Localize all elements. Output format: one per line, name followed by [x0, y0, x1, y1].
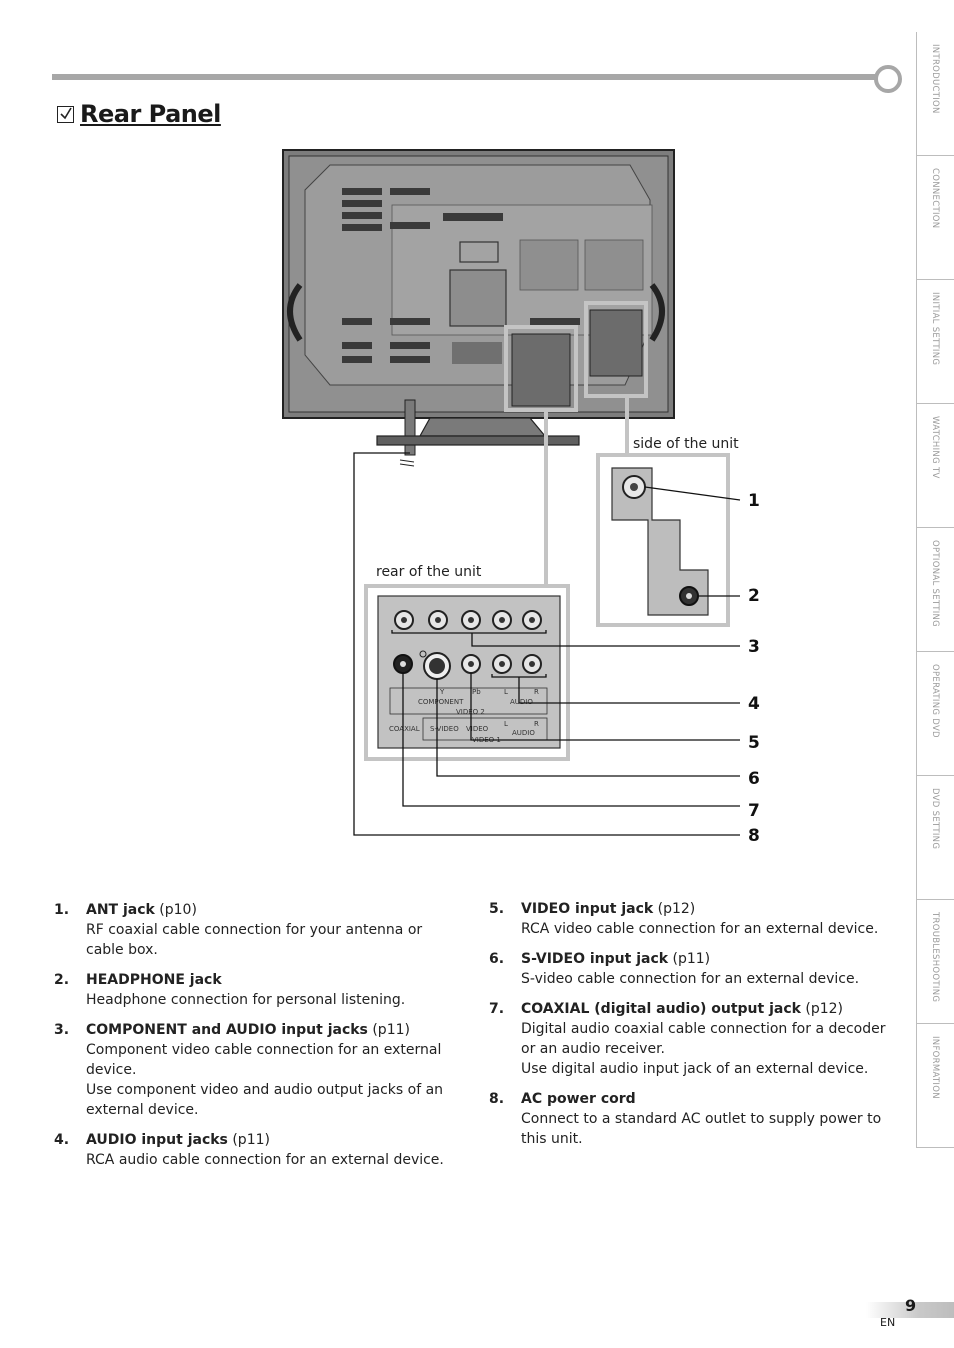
item-index: 4.: [54, 1132, 70, 1148]
callout-7: 7: [748, 801, 760, 821]
tab-troubleshooting[interactable]: TROUBLESHOOTING: [916, 900, 954, 1024]
tv-back-illustration: [282, 149, 675, 467]
page-number: 9: [905, 1296, 917, 1315]
callout-lines: [353, 452, 741, 836]
rear-panel-diagram: Y Pb L R COMPONENT AUDIO VIDEO 2 L R COA…: [282, 149, 741, 836]
item-name: AC power cord: [521, 1091, 636, 1107]
list-item: 6. S-VIDEO input jack (p11) S-video cabl…: [489, 949, 901, 989]
header-rule: [52, 74, 880, 80]
callout-1: 1: [748, 491, 760, 511]
item-ref: (p12): [653, 901, 696, 917]
item-index: 5.: [489, 901, 505, 917]
item-desc: S-video cable connection for an external…: [521, 971, 860, 987]
callout-2: 2: [748, 586, 760, 606]
side-panel-detail: [596, 453, 730, 627]
callout-5: 5: [748, 733, 760, 753]
item-name: ANT jack: [86, 902, 155, 918]
page-number-tab: [866, 1302, 954, 1318]
list-item: 2. HEADPHONE jack Headphone connection f…: [54, 970, 464, 1010]
header-rule-end-circle: [874, 65, 902, 93]
list-item: 3. COMPONENT and AUDIO input jacks (p11)…: [54, 1020, 464, 1120]
item-ref: (p12): [800, 1001, 844, 1017]
item-desc: Digital audio coaxial cable connection f…: [521, 1021, 886, 1057]
item-ref: (p11): [367, 1022, 410, 1038]
item-ref: (p11): [227, 1132, 270, 1148]
item-name: VIDEO input jack: [521, 901, 654, 917]
item-name: COMPONENT and AUDIO input jacks: [86, 1022, 368, 1038]
item-name: COAXIAL (digital audio) output jack: [521, 1001, 801, 1017]
tab-information[interactable]: INFORMATION: [916, 1024, 954, 1148]
item-index: 3.: [54, 1022, 70, 1038]
callout-3: 3: [748, 637, 760, 657]
rear-jack-highlight: [504, 325, 578, 412]
callout-4: 4: [748, 694, 760, 714]
jack-label-audio-bottom: AUDIO: [512, 729, 535, 737]
item-desc: RCA video cable connection for an extern…: [521, 921, 879, 937]
tab-connection[interactable]: CONNECTION: [916, 156, 954, 280]
item-desc: RCA audio cable connection for an extern…: [86, 1152, 444, 1168]
list-item: 1. ANT jack (p10) RF coaxial cable conne…: [54, 900, 464, 960]
jack-label-l-top: L: [504, 688, 508, 696]
jack-label-r-bottom: R: [534, 720, 539, 728]
chapter-tabs: INTRODUCTION CONNECTION INITIAL SETTING …: [916, 32, 954, 1148]
page-title: Rear Panel: [80, 100, 221, 128]
item-desc: RF coaxial cable connection for your ant…: [86, 922, 423, 958]
description-list-left: 1. ANT jack (p10) RF coaxial cable conne…: [54, 900, 464, 1180]
item-desc: Connect to a standard AC outlet to suppl…: [521, 1111, 882, 1147]
list-item: 4. AUDIO input jacks (p11) RCA audio cab…: [54, 1130, 464, 1170]
tab-initial-setting[interactable]: INITIAL SETTING: [916, 280, 954, 404]
checkmark-box-icon: [57, 105, 74, 123]
tab-label: TROUBLESHOOTING: [929, 912, 940, 1003]
item-desc: Use component video and audio output jac…: [86, 1082, 444, 1118]
list-item: 8. AC power cord Connect to a standard A…: [489, 1089, 901, 1149]
jack-label-pb: Pb: [472, 688, 481, 696]
tab-watching-tv[interactable]: WATCHING TV: [916, 404, 954, 528]
item-ref: (p11): [668, 951, 711, 967]
side-of-unit-label: side of the unit: [633, 436, 739, 452]
item-desc: Use digital audio input jack of an exter…: [521, 1061, 869, 1077]
description-list-right: 5. VIDEO input jack (p12) RCA video cabl…: [489, 899, 901, 1159]
section-heading: Rear Panel: [57, 100, 221, 128]
jack-label-y: Y: [439, 688, 445, 696]
rear-of-unit-label: rear of the unit: [376, 564, 482, 580]
rear-panel-detail: Y Pb L R COMPONENT AUDIO VIDEO 2 L R COA…: [364, 584, 570, 761]
list-item: 7. COAXIAL (digital audio) output jack (…: [489, 999, 901, 1079]
item-index: 2.: [54, 972, 70, 988]
tab-label: INFORMATION: [929, 1036, 940, 1099]
item-index: 8.: [489, 1091, 505, 1107]
jack-label-component: COMPONENT: [418, 698, 464, 706]
jack-label-video: VIDEO: [466, 725, 489, 733]
item-index: 6.: [489, 951, 505, 967]
item-ref: (p10): [154, 902, 197, 918]
item-desc: Headphone connection for personal listen…: [86, 992, 406, 1008]
callout-6: 6: [748, 769, 760, 789]
item-index: 7.: [489, 1001, 505, 1017]
jack-label-audio-top: AUDIO: [510, 698, 533, 706]
item-name: AUDIO input jacks: [86, 1132, 228, 1148]
jack-label-coaxial: COAXIAL: [389, 725, 420, 733]
item-name: S-VIDEO input jack: [521, 951, 669, 967]
item-name: HEADPHONE jack: [86, 972, 222, 988]
tab-operating-dvd[interactable]: OPERATING DVD: [916, 652, 954, 776]
jack-label-svideo: S-VIDEO: [430, 725, 459, 733]
list-item: 5. VIDEO input jack (p12) RCA video cabl…: [489, 899, 901, 939]
jack-label-r-top: R: [534, 688, 539, 696]
language-code: EN: [880, 1316, 896, 1329]
tab-introduction[interactable]: INTRODUCTION: [916, 32, 954, 156]
tab-dvd-setting[interactable]: DVD SETTING: [916, 776, 954, 900]
item-index: 1.: [54, 902, 70, 918]
tab-optional-setting[interactable]: OPTIONAL SETTING: [916, 528, 954, 652]
callout-8: 8: [748, 826, 760, 846]
jack-label-l-bottom: L: [504, 720, 508, 728]
item-desc: Component video cable connection for an …: [86, 1042, 442, 1078]
side-jack-highlight: [584, 301, 648, 398]
